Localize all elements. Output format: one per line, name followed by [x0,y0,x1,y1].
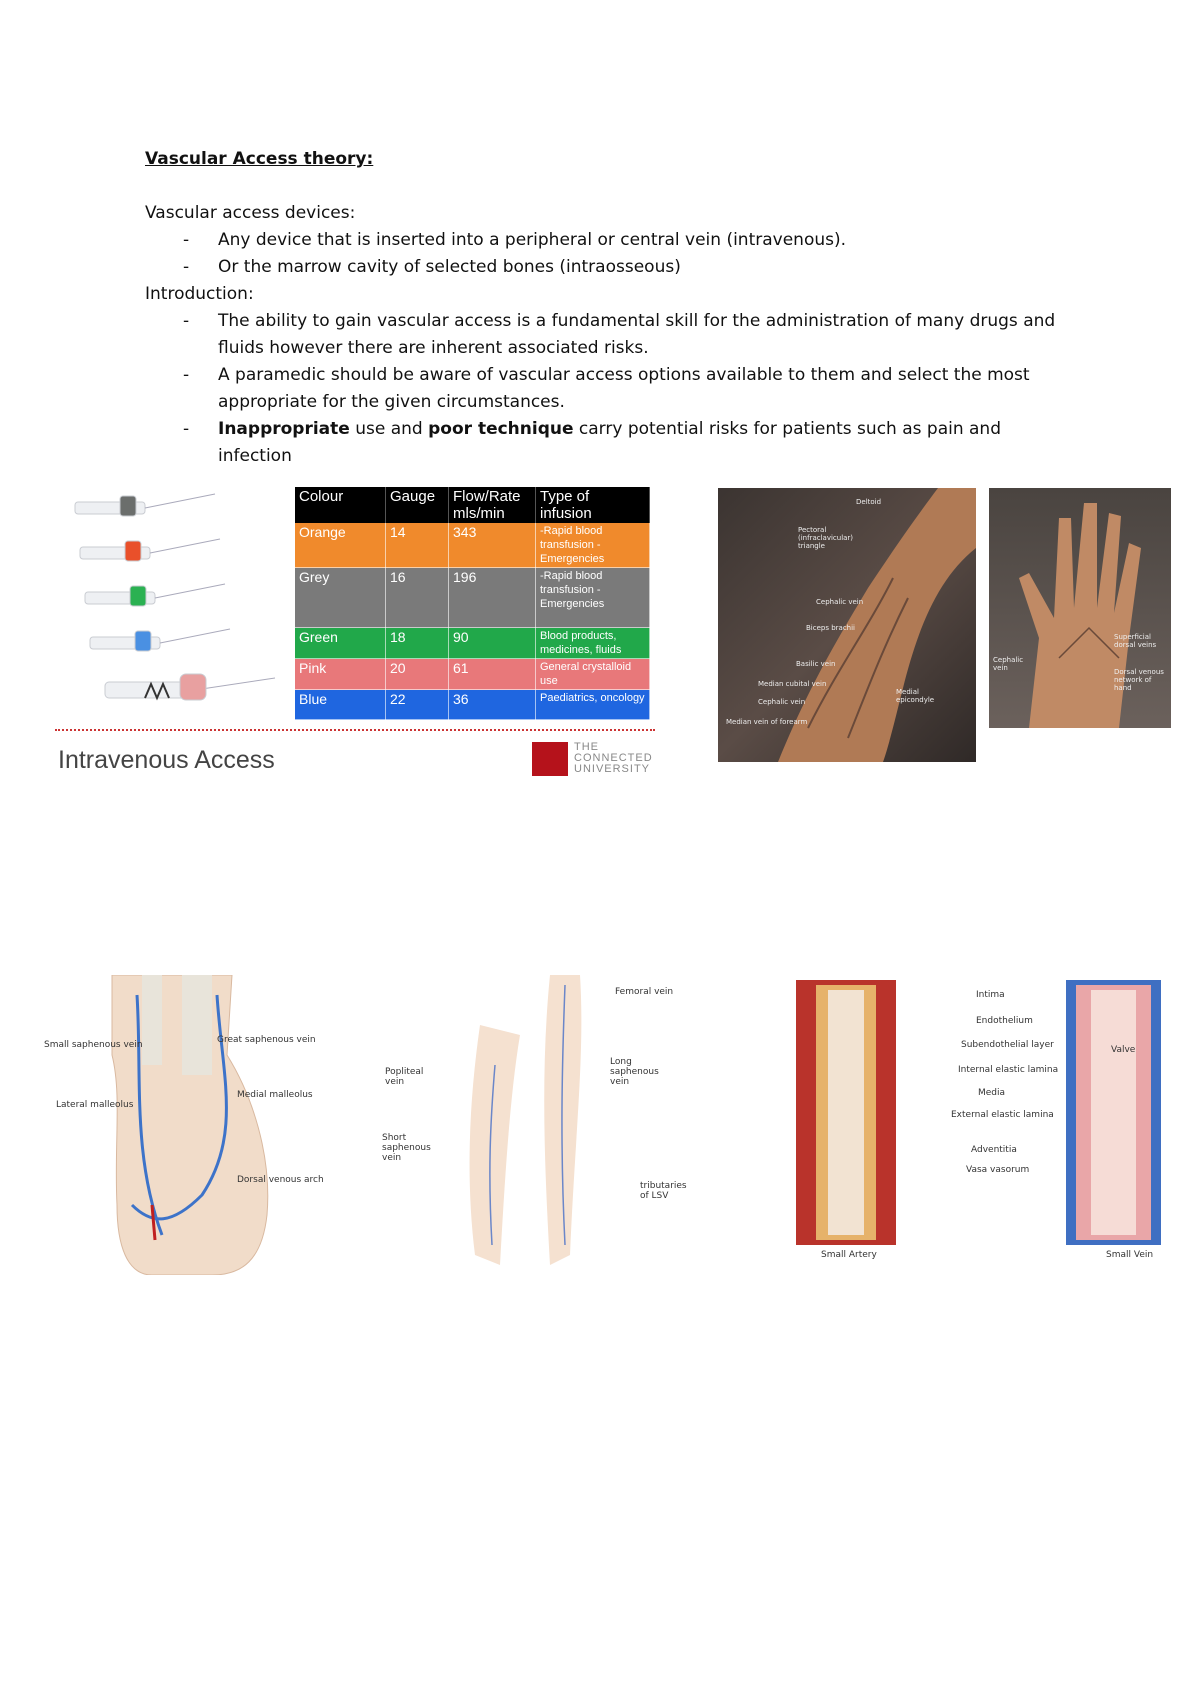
header-colour: Colour [295,487,386,523]
bold-poor-technique: poor technique [428,419,574,439]
foot-illustration [111,975,269,1275]
bold-inappropriate: Inappropriate [218,419,350,439]
arm-illustration [778,488,976,762]
gauge-table: Colour Gauge Flow/Rate mls/min Type of i… [295,487,650,720]
hand-illustration [1019,503,1141,728]
list-item: -The ability to gain vascular access is … [145,308,1065,362]
dash-bullet: - [183,257,190,277]
cannula-gauge-figure: Colour Gauge Flow/Rate mls/min Type of i… [55,484,665,784]
header-gauge: Gauge [385,487,449,523]
list-item: -Or the marrow cavity of selected bones … [145,254,1065,281]
vessel-wall-image: Intima Endothelium Subendothelial layer … [786,970,1172,1270]
dotted-divider [55,729,655,731]
section-heading-introduction: Introduction: [145,284,254,304]
dash-bullet: - [183,365,190,385]
leg-illustration [469,975,582,1265]
arm-veins-image: Deltoid Pectoral (infraclavicular) trian… [718,488,976,762]
list-item: -Inappropriate use and poor technique ca… [145,416,1065,470]
dash-bullet: - [183,230,190,250]
logo-text: THE CONNECTED UNIVERSITY [574,741,653,775]
dash-bullet: - [183,311,190,331]
cannula-illustration [74,493,276,701]
hand-veins-image: Superficial dorsal veins Dorsal venous n… [989,488,1171,728]
leg-veins-image: Femoral vein Popliteal vein Long sapheno… [370,975,700,1275]
document-body: Vascular Access theory: Vascular access … [145,146,1065,470]
table-header-row: Colour Gauge Flow/Rate mls/min Type of i… [295,487,650,523]
header-type: Type of infusion [535,487,650,523]
foot-veins-image: Small saphenous vein Great saphenous vei… [42,975,324,1275]
list-item: -Any device that is inserted into a peri… [145,227,1065,254]
vessel-illustration [796,980,1161,1245]
doc-title: Vascular Access theory: [145,149,374,169]
university-logo: THE CONNECTED UNIVERSITY [532,742,652,778]
list-item: -A paramedic should be aware of vascular… [145,362,1065,416]
header-flow: Flow/Rate mls/min [448,487,536,523]
section-heading-devices: Vascular access devices: [145,203,356,223]
dash-bullet: - [183,419,190,439]
slide-footer-title: Intravenous Access [58,746,275,774]
logo-mark [532,742,568,776]
